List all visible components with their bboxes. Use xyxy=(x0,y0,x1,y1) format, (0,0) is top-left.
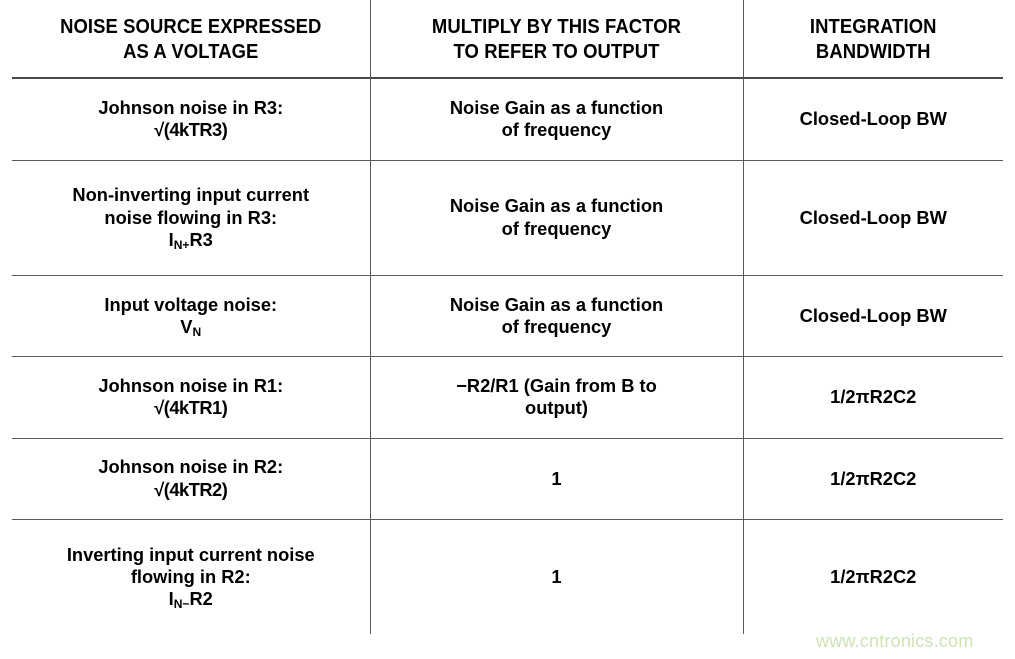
table-row: Inverting input current noise flowing in… xyxy=(12,519,1003,634)
cell-noise-source: Inverting input current noise flowing in… xyxy=(12,519,371,634)
cell-multiply-factor: 1 xyxy=(370,519,744,634)
cell-integration-bandwidth: 1/2πR2C2 xyxy=(830,386,917,408)
formula-subscript: N xyxy=(192,325,202,340)
noise-contributions-table: NOISE SOURCE EXPRESSED AS A VOLTAGE MULT… xyxy=(12,0,1003,634)
noise-source-description-line-2: flowing in R2: xyxy=(130,565,251,587)
multiply-factor-line-2: of frequency xyxy=(501,217,612,239)
noise-source-formula: IN+R3 xyxy=(22,229,360,251)
header-multiply-factor-line-1: MULTIPLY BY THIS FACTOR xyxy=(431,14,682,38)
header-noise-source-line-1: NOISE SOURCE EXPRESSED xyxy=(60,14,322,38)
noise-source-description-line-1: Non-inverting input current xyxy=(72,184,310,206)
cell-multiply-factor: 1 xyxy=(370,438,744,520)
formula-subscript: N− xyxy=(173,597,190,612)
header-noise-source-line-2: AS A VOLTAGE xyxy=(123,39,259,63)
cell-integration-bandwidth: Closed-Loop BW xyxy=(799,206,947,228)
cell-multiply-factor: Noise Gain as a function of frequency xyxy=(370,160,744,276)
noise-source-description-line-2: noise flowing in R3: xyxy=(104,206,278,228)
cell-noise-source: Non-inverting input current noise flowin… xyxy=(12,160,371,276)
formula-tail: R2 xyxy=(189,588,213,610)
cell-noise-source: Input voltage noise: VN xyxy=(12,275,371,357)
noise-source-description-line-1: Inverting input current noise xyxy=(66,543,315,565)
header-multiply-factor-line-2: TO REFER TO OUTPUT xyxy=(453,39,660,63)
cell-integration-bandwidth: 1/2πR2C2 xyxy=(830,565,917,587)
header-row: NOISE SOURCE EXPRESSED AS A VOLTAGE MULT… xyxy=(12,0,1003,78)
multiply-factor-line-1: Noise Gain as a function xyxy=(449,293,664,315)
multiply-factor-line-1: Noise Gain as a function xyxy=(449,195,664,217)
header-integration-bandwidth-line-2: BANDWIDTH xyxy=(815,39,931,63)
formula-subscript: N+ xyxy=(173,238,190,253)
noise-table-container: NOISE SOURCE EXPRESSED AS A VOLTAGE MULT… xyxy=(12,0,1003,636)
column-header-noise-source: NOISE SOURCE EXPRESSED AS A VOLTAGE xyxy=(29,0,353,78)
table-row: Johnson noise in R3: √(4kTR3) Noise Gain… xyxy=(12,78,1003,161)
noise-source-description: Input voltage noise: xyxy=(104,293,278,315)
noise-source-formula: VN xyxy=(22,316,360,338)
table-row: Input voltage noise: VN Noise Gain as a … xyxy=(12,275,1003,357)
cell-noise-source: Johnson noise in R3: √(4kTR3) xyxy=(12,78,371,161)
formula-symbol: I xyxy=(168,588,174,610)
formula-symbol: I xyxy=(168,228,174,250)
noise-source-description: Johnson noise in R2: xyxy=(98,456,284,478)
table-row: Johnson noise in R2: √(4kTR2) 1 1/2πR2C2 xyxy=(12,438,1003,520)
noise-source-description: Johnson noise in R3: xyxy=(98,97,284,118)
cell-integration-bandwidth: Closed-Loop BW xyxy=(799,108,947,130)
cell-multiply-factor: Noise Gain as a function of frequency xyxy=(370,78,744,161)
multiply-factor-line-2: output) xyxy=(525,397,588,419)
table-row: Non-inverting input current noise flowin… xyxy=(12,160,1003,276)
cell-integration-bandwidth: Closed-Loop BW xyxy=(799,304,947,326)
formula-tail: R3 xyxy=(189,228,213,250)
multiply-factor-line-2: of frequency xyxy=(501,119,612,141)
formula-symbol: V xyxy=(180,316,193,338)
column-header-integration-bandwidth: INTEGRATION BANDWIDTH xyxy=(756,0,990,78)
table-header: NOISE SOURCE EXPRESSED AS A VOLTAGE MULT… xyxy=(12,0,1003,78)
cell-integration-bandwidth: 1/2πR2C2 xyxy=(830,467,917,489)
table-body: Johnson noise in R3: √(4kTR3) Noise Gain… xyxy=(12,78,1003,634)
noise-source-formula: √(4kTR1) xyxy=(154,397,228,419)
noise-source-formula: IN−R2 xyxy=(22,588,360,610)
cell-noise-source: Johnson noise in R2: √(4kTR2) xyxy=(12,438,371,520)
noise-source-formula: √(4kTR2) xyxy=(154,478,228,500)
watermark: www.cntronics.com xyxy=(816,631,974,651)
multiply-factor-line-1: −R2/R1 (Gain from B to xyxy=(456,375,657,397)
multiply-factor-line-2: of frequency xyxy=(501,316,612,338)
cell-multiply-factor: −R2/R1 (Gain from B to output) xyxy=(370,356,744,439)
table-row: Johnson noise in R1: √(4kTR1) −R2/R1 (Ga… xyxy=(12,356,1003,439)
noise-source-formula: √(4kTR3) xyxy=(154,119,228,141)
header-integration-bandwidth-line-1: INTEGRATION xyxy=(809,14,937,38)
multiply-factor-line-1: Noise Gain as a function xyxy=(449,97,664,118)
column-header-multiply-factor: MULTIPLY BY THIS FACTOR TO REFER TO OUTP… xyxy=(388,0,725,78)
cell-noise-source: Johnson noise in R1: √(4kTR1) xyxy=(12,356,371,439)
cell-multiply-factor: Noise Gain as a function of frequency xyxy=(370,275,744,357)
noise-source-description: Johnson noise in R1: xyxy=(98,375,284,397)
